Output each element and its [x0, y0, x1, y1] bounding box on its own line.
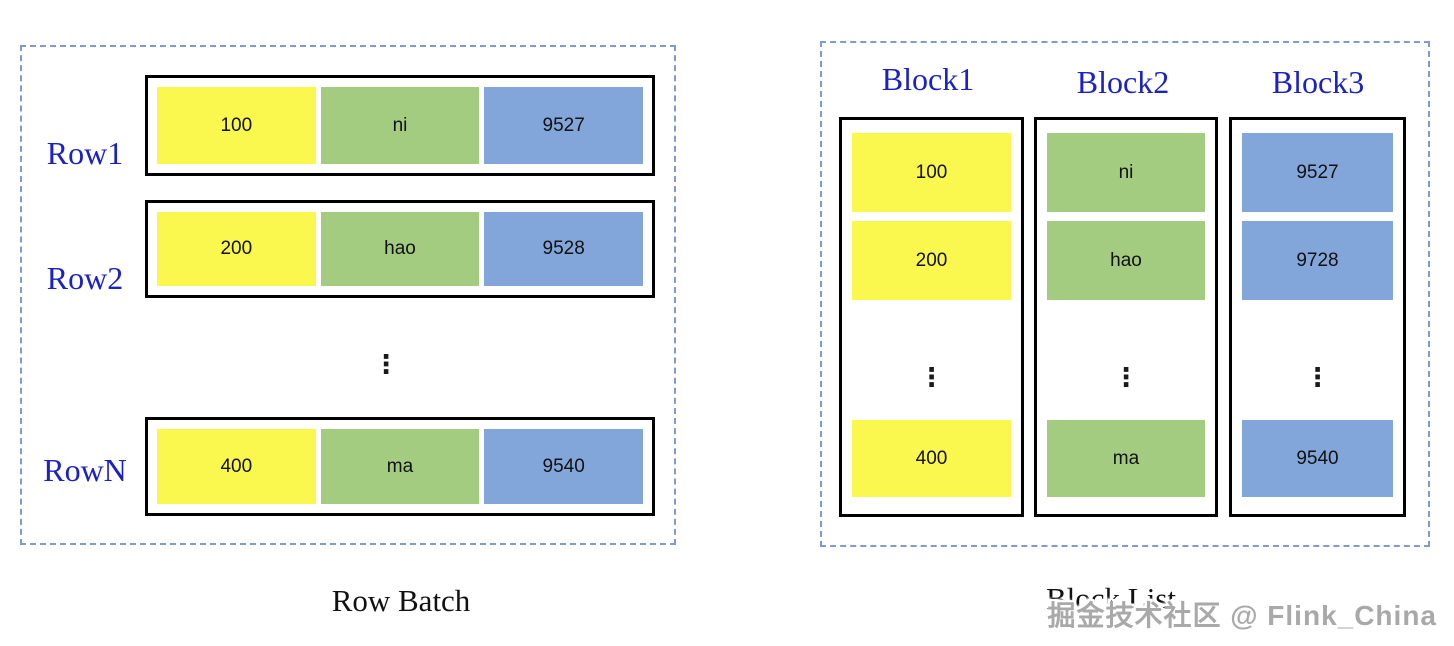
row2-cell-id: 200 — [157, 212, 316, 286]
rowN-cell-name: ma — [320, 429, 480, 504]
row2-label: Row2 — [46, 260, 124, 296]
row1-cell-id: 100 — [157, 87, 316, 164]
rowN-cell-id: 400 — [157, 429, 316, 504]
block1-cell-2: 200 — [852, 221, 1011, 300]
block2-header: Block2 — [1076, 64, 1170, 100]
block3-cell-1: 9527 — [1242, 133, 1393, 212]
block3-ellipsis-icon: ⋮ — [1304, 363, 1331, 393]
block2-cell-2: hao — [1047, 221, 1205, 300]
block2-ellipsis-icon: ⋮ — [1113, 363, 1139, 393]
block2-column: ni hao ⋮ ma — [1034, 117, 1218, 517]
block1-cell-1: 100 — [852, 133, 1011, 212]
block2-cell-n: ma — [1047, 420, 1205, 497]
rowN-cell-number: 9540 — [484, 429, 644, 504]
row-batch-panel: Row1 100 ni 9527 Row2 200 hao 9528 ⋮ Row… — [20, 45, 676, 545]
block1-cell-n: 400 — [852, 420, 1011, 497]
block1-ellipsis-icon: ⋮ — [918, 363, 945, 393]
community-watermark: 掘金技术社区 @ Flink_China — [1047, 600, 1437, 631]
row1-box: 100 ni 9527 — [145, 75, 655, 176]
row2-box: 200 hao 9528 — [145, 200, 655, 298]
block-list-caption: Block List — [1045, 581, 1177, 616]
row1-cell-name: ni — [320, 87, 480, 164]
row-batch-caption: Row Batch — [331, 583, 471, 618]
row2-cell-number: 9528 — [484, 212, 644, 286]
block3-cell-n: 9540 — [1242, 420, 1393, 497]
block1-header: Block1 — [881, 61, 975, 97]
rowN-box: 400 ma 9540 — [145, 417, 655, 516]
block3-column: 9527 9728 ⋮ 9540 — [1229, 117, 1406, 517]
row2-cell-name: hao — [320, 212, 480, 286]
block3-header: Block3 — [1271, 64, 1365, 100]
block3-cell-2: 9728 — [1242, 221, 1393, 300]
block1-column: 100 200 ⋮ 400 — [839, 117, 1024, 517]
row1-label: Row1 — [46, 135, 124, 171]
block2-cell-1: ni — [1047, 133, 1205, 212]
block-list-panel: Block1 Block2 Block3 100 200 ⋮ 400 ni ha… — [820, 41, 1430, 547]
row1-cell-number: 9527 — [484, 87, 644, 164]
rowN-label: RowN — [43, 452, 127, 488]
rows-ellipsis-icon: ⋮ — [373, 350, 399, 380]
